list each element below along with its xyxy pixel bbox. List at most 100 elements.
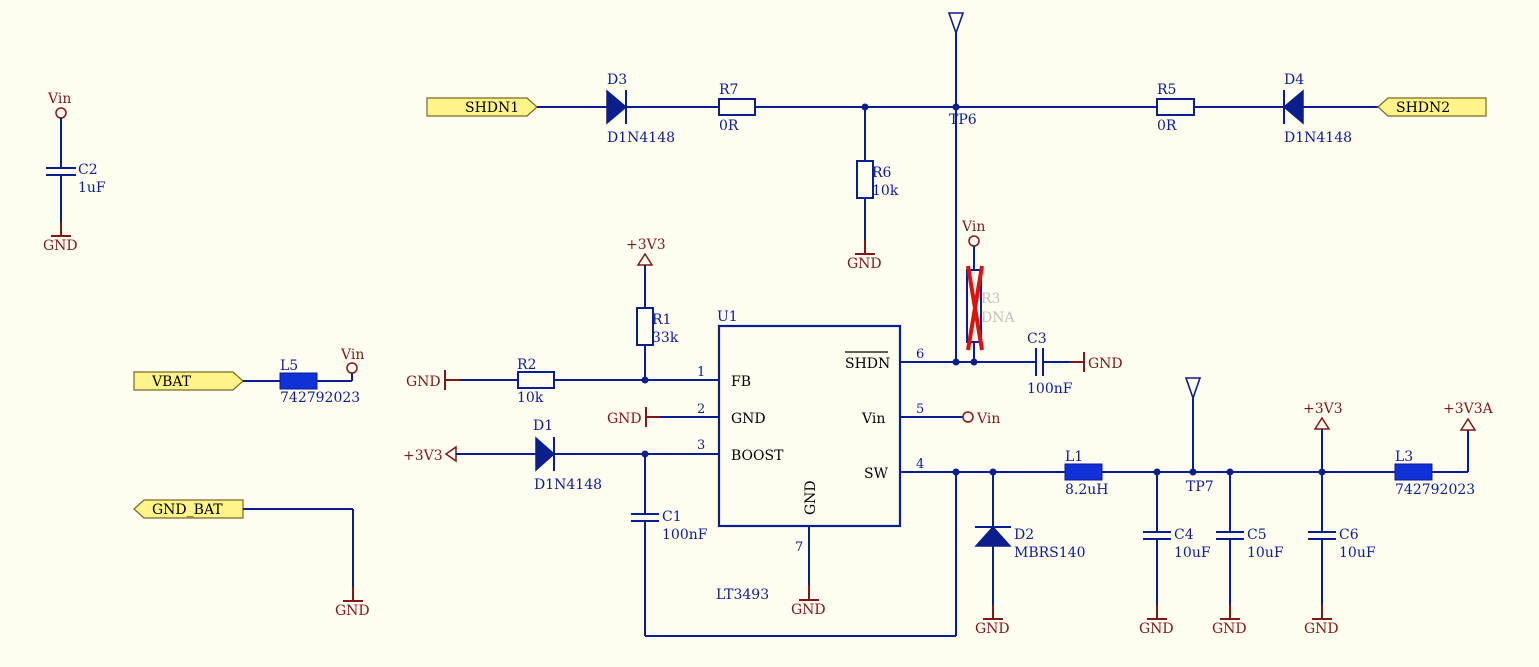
- gnd-label: GND: [975, 621, 1010, 637]
- c2-value: 1uF: [78, 180, 106, 196]
- d3-ref: D3: [607, 72, 627, 88]
- c6-value: 10uF: [1339, 545, 1376, 561]
- gnd-label: GND: [1139, 621, 1174, 637]
- c3-value: 100nF: [1027, 381, 1073, 397]
- gnd-label: GND: [335, 603, 370, 619]
- r7-resistor: [718, 98, 756, 116]
- junction-dot: [952, 468, 960, 476]
- r5-resistor: [1156, 98, 1195, 116]
- gnd-label: GND: [43, 238, 78, 254]
- gnd-label: GND: [1212, 621, 1247, 637]
- vin-power-port-icon: [346, 362, 358, 374]
- r2-ref: R2: [517, 357, 536, 373]
- r1-ref: R1: [652, 312, 671, 328]
- vbat-port-label: VBAT: [151, 374, 192, 390]
- power-arrow-icon: [1459, 417, 1477, 431]
- vin-power-label: Vin: [340, 347, 364, 363]
- c3-ref: C3: [1027, 331, 1047, 347]
- d2-ref: D2: [1014, 527, 1034, 543]
- c2-ref: C2: [78, 162, 98, 178]
- gnd-label: GND: [791, 602, 826, 618]
- u1-pin-sw-num: 4: [916, 457, 924, 472]
- vbat-port: [133, 371, 244, 391]
- p3v3-power-label: +3V3: [1303, 401, 1343, 417]
- c4-ref: C4: [1174, 527, 1194, 543]
- p3v3-power-label: +3V3: [403, 448, 443, 464]
- gnd-label: GND: [406, 374, 441, 390]
- shdn2-port: [1377, 97, 1487, 117]
- r5-ref: R5: [1157, 82, 1176, 98]
- u1-pin-shdn-name: SHDN: [845, 356, 890, 372]
- p3v3-power-label: +3V3: [626, 237, 666, 253]
- d4-diode-icon: [1282, 89, 1304, 125]
- d1-ref: D1: [533, 418, 553, 434]
- r7-value: 0R: [719, 118, 739, 134]
- u1-pin-fb-name: FB: [731, 374, 751, 390]
- u1-value: LT3493: [716, 587, 769, 603]
- r3-value: DNA: [981, 310, 1015, 326]
- l3-value: 742792023: [1395, 482, 1475, 498]
- gnd-label: GND: [847, 256, 882, 272]
- u1-pin-vin-name: Vin: [861, 411, 885, 427]
- u1-regulator: U1 LT3493 FB GND BOOST SHDN Vin SW GND 1…: [697, 309, 1000, 618]
- tp7-ref: TP7: [1186, 479, 1214, 495]
- u1-ref: U1: [717, 309, 738, 325]
- shdn2-port-label: SHDN2: [1396, 100, 1450, 116]
- battery-input-block: VBAT L5 742792023 Vin GND_BAT GND: [133, 347, 370, 619]
- c5-value: 10uF: [1247, 545, 1284, 561]
- vin-power-port-icon: [55, 107, 67, 119]
- gnd-label: GND: [1304, 621, 1339, 637]
- u1-body: [717, 324, 902, 528]
- u1-pin-boost-num: 3: [697, 438, 705, 453]
- r5-value: 0R: [1157, 118, 1177, 134]
- u1-pin-shdn-num: 6: [916, 347, 924, 362]
- feedback-boost-network: +3V3 R1 33k GND R2 10k GND +3V3 D1 D1N41…: [403, 237, 957, 637]
- u1-pin-gnd-bottom-num: 7: [795, 540, 803, 555]
- r1-resistor: [636, 307, 654, 346]
- l3-inductor: [1394, 463, 1433, 481]
- d1-diode-icon: [535, 436, 556, 472]
- output-stage: D2 MBRS140 GND L1 8.2uH TP7 C4 10uF GND: [900, 377, 1494, 637]
- power-arrow-icon: [444, 445, 457, 463]
- u1-pin-vin-num: 5: [916, 402, 924, 417]
- u1-pin-fb-num: 1: [697, 365, 705, 380]
- vin-power-label: Vin: [47, 91, 71, 107]
- r1-value: 33k: [652, 330, 679, 346]
- d3-diode-icon: [606, 89, 628, 125]
- c4-value: 10uF: [1174, 545, 1211, 561]
- d4-value: D1N4148: [1284, 130, 1352, 146]
- dna-cross-icon: [966, 265, 984, 351]
- d2-diode-icon: [974, 525, 1012, 547]
- r2-resistor: [517, 371, 555, 389]
- d3-value: D1N4148: [607, 130, 675, 146]
- l3-ref: L3: [1395, 449, 1413, 465]
- tp6-testpoint-icon: [947, 12, 965, 36]
- d4-ref: D4: [1284, 72, 1304, 88]
- gnd-bat-port-label: GND_BAT: [152, 502, 223, 518]
- u1-pin-gnd-num: 2: [697, 402, 705, 417]
- r7-ref: R7: [719, 82, 738, 98]
- gnd-label: GND: [1088, 356, 1123, 372]
- tp7-testpoint-icon: [1184, 377, 1202, 401]
- u1-pin-gnd-name: GND: [731, 411, 766, 427]
- shdn1-port-label: SHDN1: [465, 100, 519, 116]
- r6-value: 10k: [872, 183, 899, 199]
- d1-value: D1N4148: [534, 477, 602, 493]
- power-arrow-icon: [1313, 416, 1331, 430]
- shdn-pullup-block: Vin R3 DNA GND C3 100nF: [900, 219, 1123, 397]
- vin-power-label: Vin: [961, 219, 985, 235]
- gnd-label: GND: [607, 411, 642, 427]
- vin-power-port-icon: [968, 235, 980, 247]
- d2-value: MBRS140: [1014, 545, 1085, 561]
- vin-power-label: Vin: [976, 411, 1000, 427]
- l5-ref: L5: [280, 358, 298, 374]
- c1-ref: C1: [662, 509, 682, 525]
- u1-pin-boost-name: BOOST: [731, 448, 784, 464]
- u1-pin-gnd-bottom-name: GND: [803, 480, 819, 515]
- shdn-input-network: SHDN1 D3 D1N4148 R7 0R R5 0R D4 D1N4148 …: [426, 12, 1487, 362]
- l5-inductor: [279, 372, 318, 390]
- r6-ref: R6: [872, 165, 892, 181]
- vin-power-port-icon: [962, 411, 974, 423]
- junction-dot: [952, 358, 960, 366]
